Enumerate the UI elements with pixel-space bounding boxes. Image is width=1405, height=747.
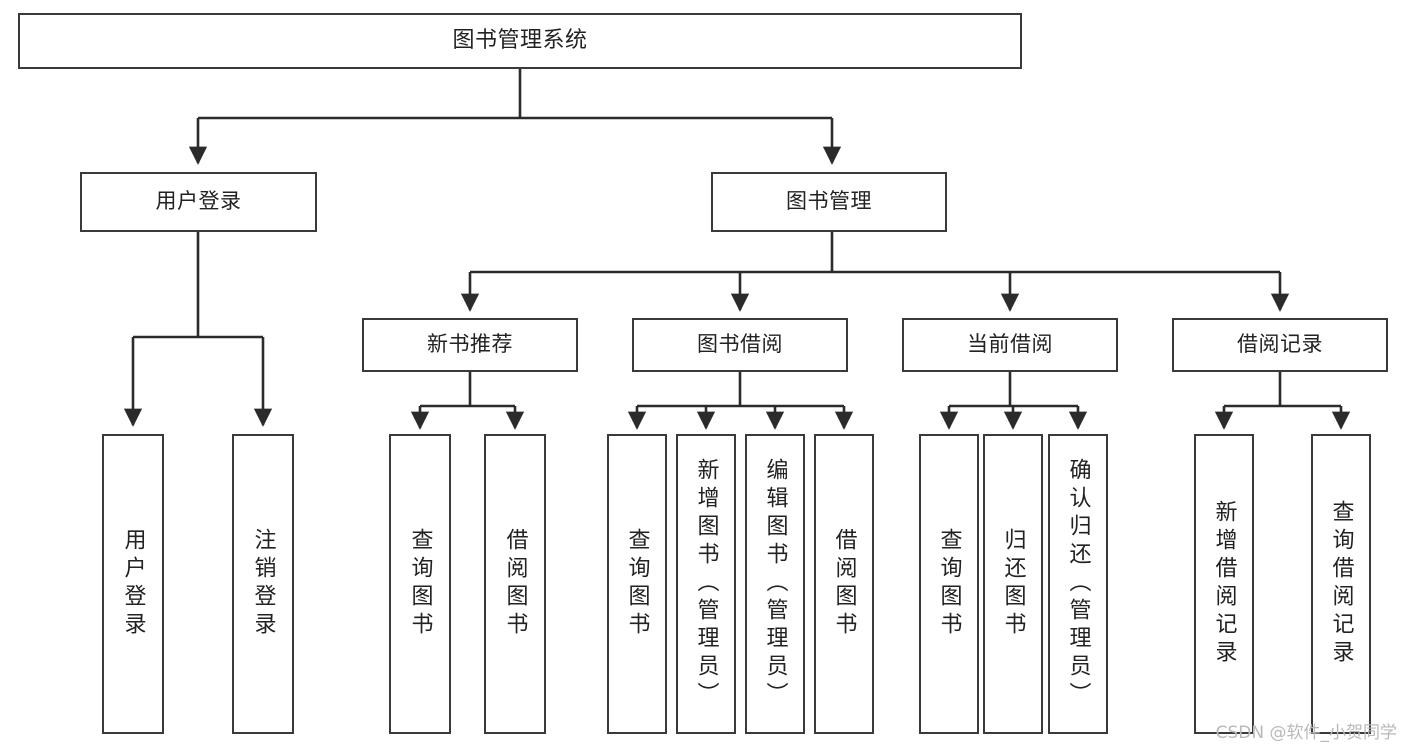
node-label: 新书推荐 [427,332,513,357]
node-book-borrow[interactable]: 图书借阅 [632,318,848,372]
watermark-text: CSDN @软件_小贺同学 [1215,723,1397,743]
node-new-book-recommend[interactable]: 新书推荐 [362,318,578,372]
leaf-book-borrow-add[interactable]: 新增图书（管理员） [676,434,736,734]
leaf-borrow-record-add[interactable]: 新增借阅记录 [1194,434,1254,734]
leaf-new-book-borrow[interactable]: 借阅图书 [484,434,546,734]
node-label: 图书管理 [786,189,872,214]
leaf-current-borrow-return[interactable]: 归还图书 [983,434,1043,734]
node-book-management[interactable]: 图书管理 [711,172,947,232]
node-label: 用户登录 [120,528,146,640]
node-label: 新增借阅记录 [1211,500,1237,668]
node-label: 新增图书（管理员） [693,458,719,710]
leaf-user-login-login[interactable]: 用户登录 [102,434,164,734]
leaf-current-borrow-query[interactable]: 查询图书 [919,434,979,734]
node-label: 图书管理系统 [452,27,588,53]
leaf-current-borrow-confirm-return[interactable]: 确认归还（管理员） [1048,434,1108,734]
leaf-book-borrow-query[interactable]: 查询图书 [607,434,667,734]
node-label: 查询图书 [407,528,433,640]
node-root-system[interactable]: 图书管理系统 [18,13,1022,69]
node-label: 借阅图书 [502,528,528,640]
leaf-user-login-logout[interactable]: 注销登录 [232,434,294,734]
leaf-borrow-record-query[interactable]: 查询借阅记录 [1311,434,1371,734]
node-label: 借阅图书 [831,528,857,640]
node-user-login[interactable]: 用户登录 [80,172,317,232]
node-label: 注销登录 [250,528,276,640]
node-label: 确认归还（管理员） [1065,458,1091,710]
node-borrow-records[interactable]: 借阅记录 [1172,318,1388,372]
leaf-book-borrow-edit[interactable]: 编辑图书（管理员） [745,434,805,734]
node-label: 编辑图书（管理员） [762,458,788,710]
node-label: 图书借阅 [697,332,783,357]
leaf-book-borrow-borrow[interactable]: 借阅图书 [814,434,874,734]
node-current-borrow[interactable]: 当前借阅 [902,318,1118,372]
node-label: 查询图书 [936,528,962,640]
node-label: 归还图书 [1000,528,1026,640]
node-label: 当前借阅 [967,332,1053,357]
node-label: 查询借阅记录 [1328,500,1354,668]
leaf-new-book-query[interactable]: 查询图书 [389,434,451,734]
node-label: 用户登录 [155,189,242,214]
node-label: 查询图书 [624,528,650,640]
node-label: 借阅记录 [1237,332,1323,357]
